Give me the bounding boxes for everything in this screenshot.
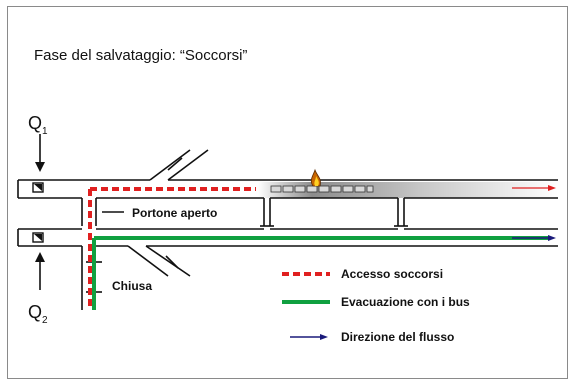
ramp-gates [86, 157, 183, 293]
slide-frame [7, 6, 568, 379]
flow-arrow-upper [512, 185, 556, 191]
legend-swatch-flow [290, 334, 328, 340]
q2-label: Q2 [28, 302, 48, 326]
upper-tunnel [17, 149, 558, 226]
access-route [88, 187, 256, 310]
legend-label-access: Accesso soccorsi [341, 267, 443, 281]
cross-passage-walls [95, 198, 408, 227]
q1-label: Q1 [28, 113, 48, 137]
q2-inflow-arrow [35, 252, 45, 290]
lower-tunnel [17, 228, 558, 310]
legend-label-flow: Direzione del flusso [341, 330, 454, 344]
slide-title: Fase del salvataggio: “Soccorsi” [34, 47, 248, 64]
portone-label: Portone aperto [132, 206, 217, 220]
legend-label-evacuation: Evacuazione con i bus [341, 295, 470, 309]
fire-icon [310, 168, 321, 187]
evacuation-route [92, 236, 548, 310]
chiusa-label: Chiusa [112, 279, 152, 293]
vehicle-queue [270, 185, 374, 193]
flow-arrow-lower [512, 235, 556, 241]
q1-inflow-arrow [35, 134, 45, 172]
